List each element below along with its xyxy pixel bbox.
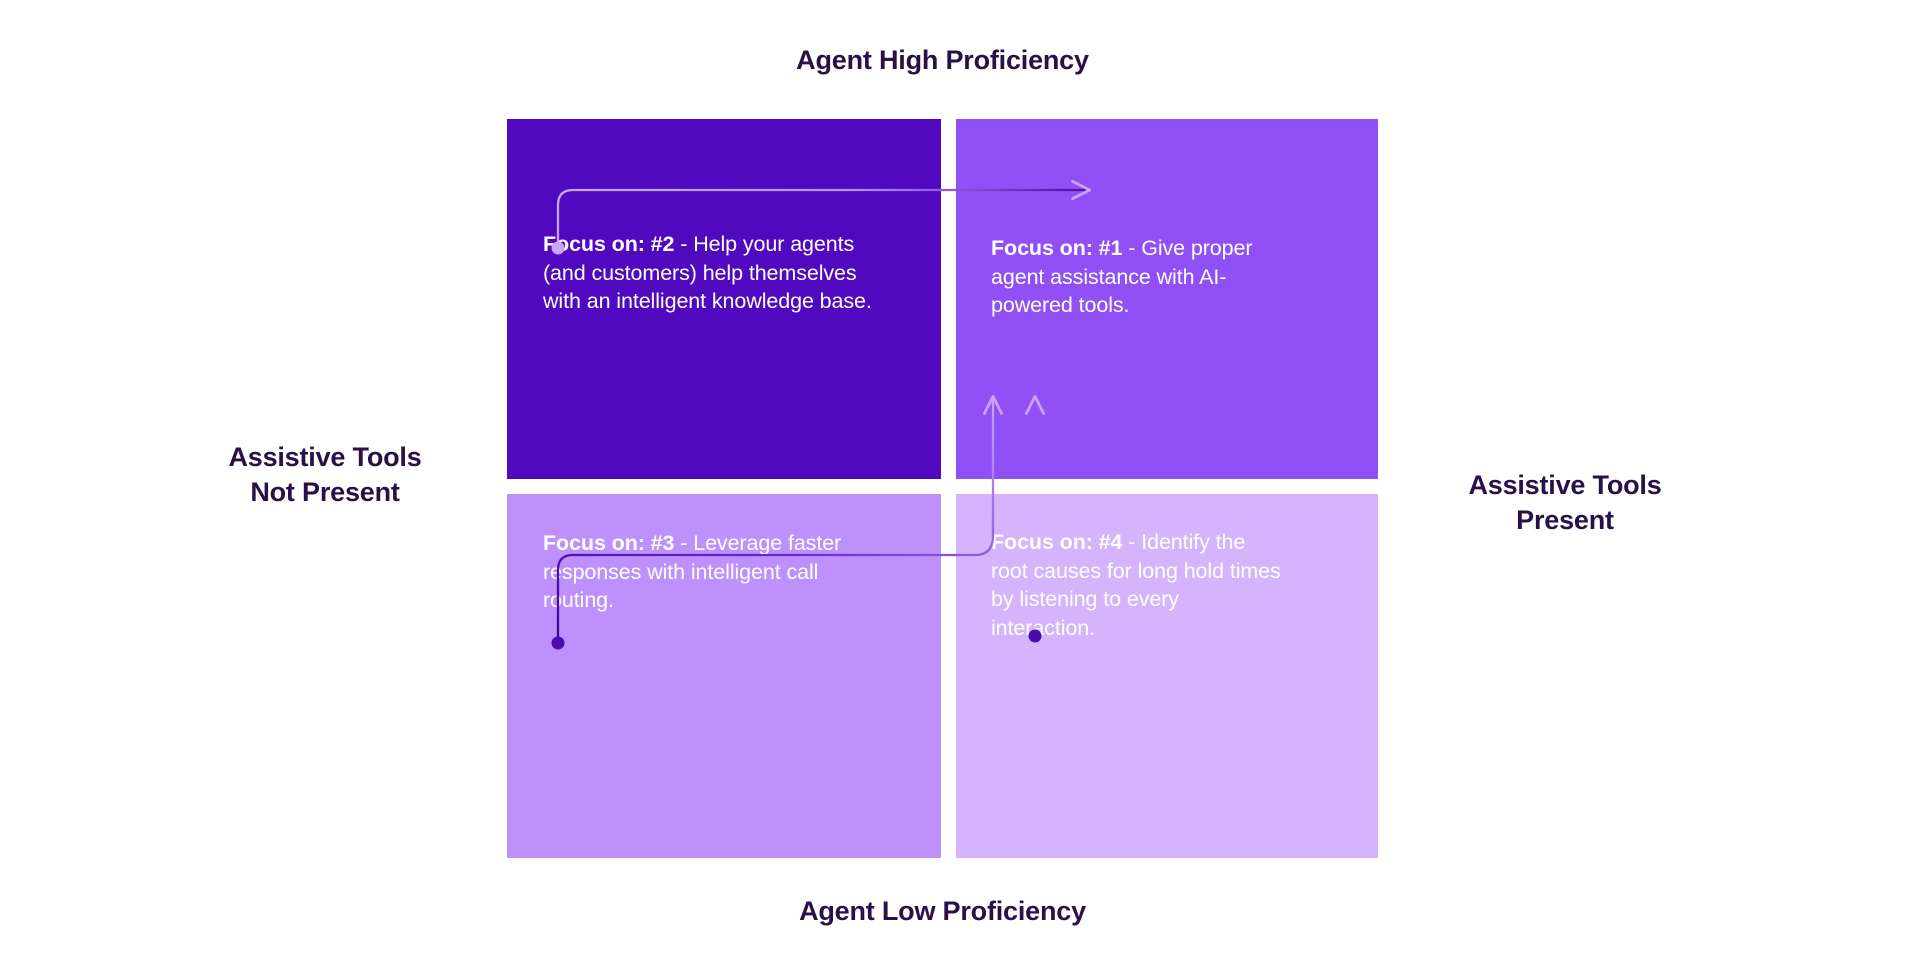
quadrant-bottom-right-text: Focus on: #4 - Identify the root causes … xyxy=(991,528,1281,642)
quadrant-bottom-left-lead: Focus on: #3 xyxy=(543,531,675,555)
axis-label-right: Assistive Tools Present xyxy=(1468,470,1662,535)
axis-label-left: Assistive Tools Not Present xyxy=(228,442,422,507)
quadrant-top-right-lead: Focus on: #1 xyxy=(991,236,1123,260)
quadrant-top-right-body: - Give proper agent assistance with AI-p… xyxy=(991,236,1253,318)
quadrant-bottom-left: Focus on: #3 - Leverage faster responses… xyxy=(507,494,941,858)
quadrant-bottom-right: Focus on: #4 - Identify the root causes … xyxy=(956,494,1378,858)
quadrant-matrix: Focus on: #2 - Help your agents (and cus… xyxy=(507,119,1378,858)
quadrant-top-left-text: Focus on: #2 - Help your agents (and cus… xyxy=(543,230,873,316)
quadrant-bottom-right-lead: Focus on: #4 xyxy=(991,530,1123,554)
quadrant-top-right-text: Focus on: #1 - Give proper agent assista… xyxy=(991,234,1291,320)
quadrant-top-left: Focus on: #2 - Help your agents (and cus… xyxy=(507,119,941,479)
quadrant-bottom-left-text: Focus on: #3 - Leverage faster responses… xyxy=(543,529,843,615)
quadrant-bottom-right-body: - Identify the root causes for long hold… xyxy=(991,530,1281,640)
axis-label-top: Agent High Proficiency xyxy=(796,45,1089,75)
axis-label-bottom: Agent Low Proficiency xyxy=(799,896,1086,926)
quadrant-top-right: Focus on: #1 - Give proper agent assista… xyxy=(956,119,1378,479)
quadrant-top-left-lead: Focus on: #2 xyxy=(543,232,675,256)
